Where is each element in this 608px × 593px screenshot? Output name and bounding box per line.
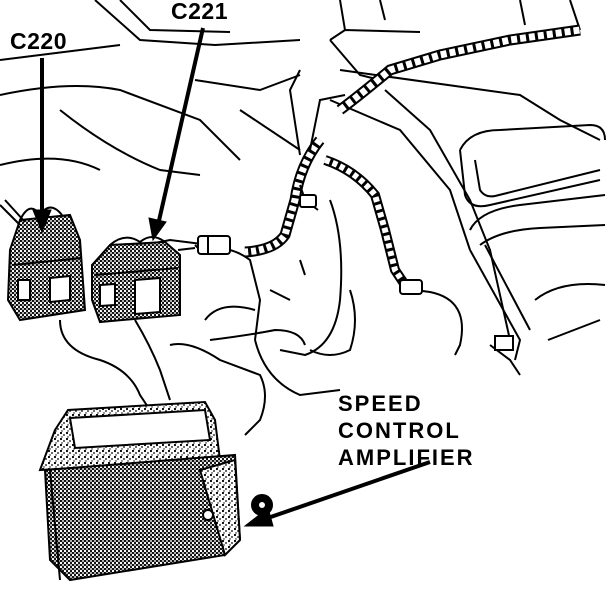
amplifier-label: SPEED CONTROL AMPLIFIER (338, 390, 475, 471)
speed-control-amplifier (38, 400, 242, 582)
wiring-harness (59, 24, 581, 436)
c220-label: C220 (10, 28, 67, 54)
amplifier-label-line2: CONTROL (338, 418, 461, 443)
amplifier-label-line1: SPEED (338, 391, 423, 416)
arrow-c220 (32, 58, 52, 234)
c221-label: C221 (171, 0, 228, 24)
callout-arrows (32, 27, 431, 527)
arrow-amplifier (243, 460, 431, 527)
connector-c220 (0, 199, 87, 322)
arrow-c221 (148, 27, 205, 242)
vehicle-body-structure (0, 0, 606, 397)
inline-connector (197, 194, 423, 295)
amplifier-label-line3: AMPLIFIER (338, 445, 475, 470)
connector-c221 (91, 236, 196, 324)
